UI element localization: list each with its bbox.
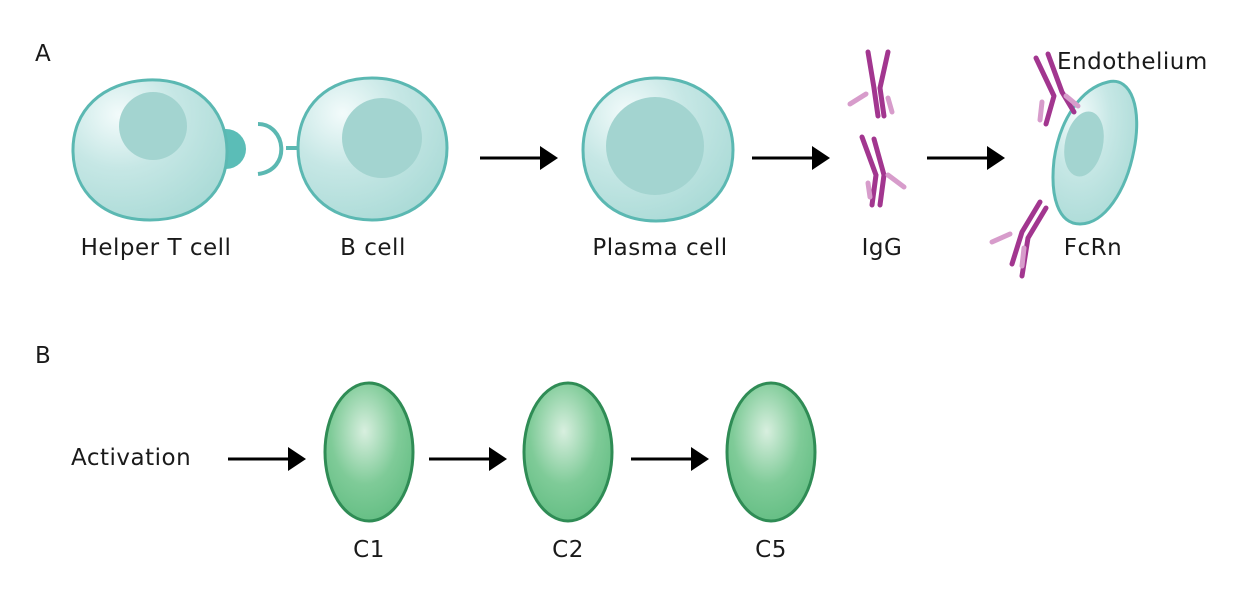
b-cell bbox=[296, 76, 449, 222]
helper-t-cell-label: Helper T cell bbox=[80, 235, 232, 261]
c2-label: C2 bbox=[552, 537, 584, 563]
plasma-cell bbox=[581, 76, 735, 223]
arrow-igg-to-endothelium bbox=[927, 146, 1005, 170]
complement-c1 bbox=[323, 381, 415, 523]
endothelium-label: Endothelium bbox=[1057, 49, 1208, 75]
panel-label-a: A bbox=[35, 41, 51, 67]
plasma-cell-label: Plasma cell bbox=[592, 235, 728, 261]
c5-label: C5 bbox=[755, 537, 787, 563]
complement-c2 bbox=[522, 381, 614, 523]
b-cell-label: B cell bbox=[340, 235, 406, 261]
fcrn-label: FcRn bbox=[1063, 235, 1123, 261]
endothelium-cell-nucleus bbox=[1064, 111, 1104, 177]
arrow-plasma-to-igg bbox=[752, 146, 830, 170]
arrow-c2-to-c5 bbox=[631, 447, 709, 471]
igg-antibody-bottom bbox=[859, 134, 907, 208]
helper-t-cell bbox=[71, 78, 246, 222]
arrow-c1-to-c2 bbox=[429, 447, 507, 471]
fcrn-antibody-bottom bbox=[989, 199, 1049, 279]
endothelium-cell bbox=[1051, 79, 1139, 226]
complement-c5 bbox=[725, 381, 817, 523]
activation-label: Activation bbox=[71, 445, 192, 471]
b-cell-nucleus bbox=[342, 98, 422, 178]
receptor-cup bbox=[257, 122, 302, 176]
igg-antibody-top bbox=[847, 49, 895, 119]
plasma-cell-nucleus bbox=[606, 97, 704, 195]
helper-t-cell-nucleus bbox=[119, 92, 187, 160]
panel-label-b: B bbox=[35, 343, 51, 369]
arrow-activation-to-c1 bbox=[228, 447, 306, 471]
igg-label: IgG bbox=[861, 235, 903, 261]
arrow-b-to-plasma bbox=[480, 146, 558, 170]
fcrn-antibody-top bbox=[1033, 51, 1081, 127]
c1-label: C1 bbox=[353, 537, 385, 563]
